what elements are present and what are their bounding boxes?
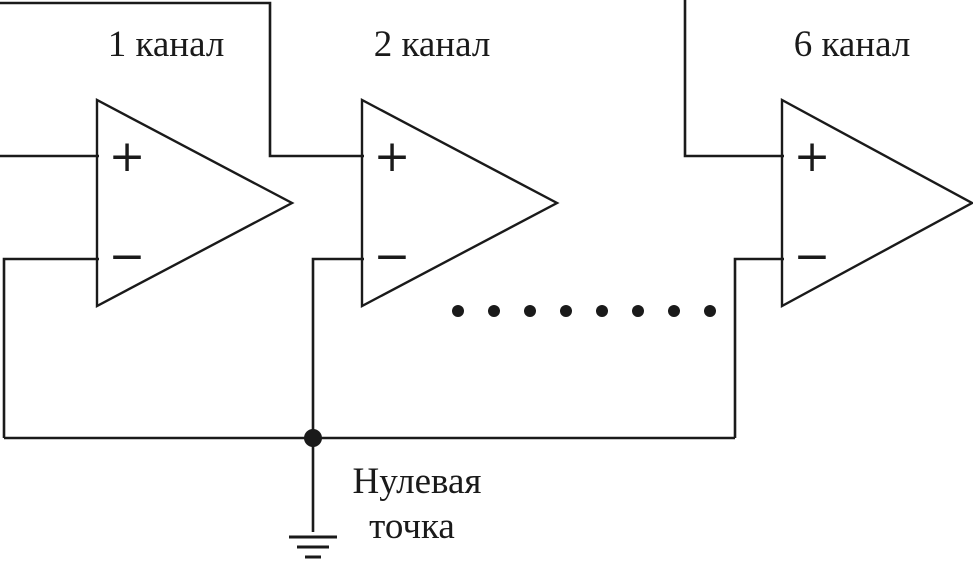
opamp-channel6-minus-sign: − [794,231,831,282]
ground-icon [289,535,337,559]
channel1-label: 1 канал [108,24,225,65]
channel6-label: 6 канал [794,24,911,65]
zero-point-label-line1: Нулевая [353,461,482,502]
wire-channel1-inverting [2,257,99,438]
zero-point-label-line2: точка [369,506,455,547]
opamp-channel6-plus-sign: + [794,131,831,182]
opamp-channel1-plus-sign: + [109,131,146,182]
opamp-channel1-triangle [95,98,295,308]
opamp-channel2-minus-sign: − [374,231,411,282]
ellipsis-dots-icon [452,305,716,317]
channel2-label: 2 канал [374,24,491,65]
wire-channel6-inverting [733,257,784,438]
opamp-channel2-triangle [360,98,560,308]
wire-channel2-input [0,1,364,158]
wire-channel6-input [683,0,784,158]
opamp-channel1-minus-sign: − [109,231,146,282]
wire-channel2-inverting [311,257,364,438]
opamp-channel6-triangle [780,97,973,309]
opamp-channel2-plus-sign: + [374,131,411,182]
